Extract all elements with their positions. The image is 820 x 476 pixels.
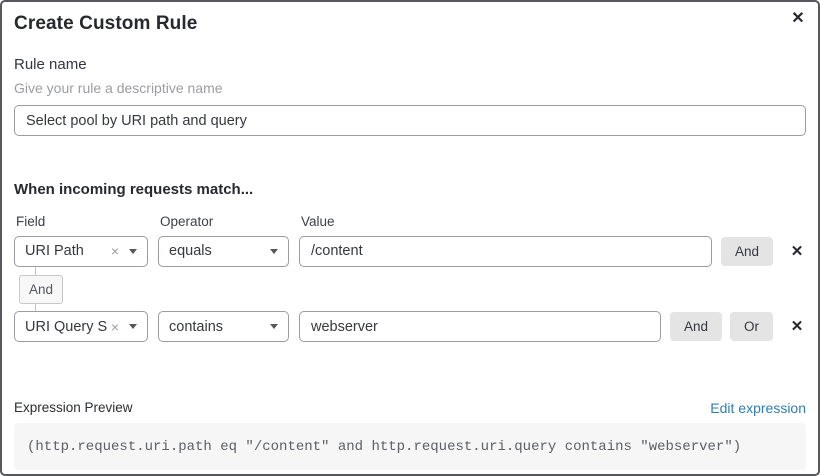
chevron-down-icon	[129, 248, 137, 254]
field-select-2-value: URI Query St...	[25, 318, 107, 335]
clear-icon[interactable]: ×	[110, 243, 119, 259]
connector-line-bottom	[35, 304, 36, 311]
expression-code-preview: (http.request.uri.path eq "/content" and…	[14, 423, 806, 470]
field-select-1-value: URI Path	[25, 243, 84, 259]
and-connector-badge: And	[19, 274, 64, 304]
connector-line-top	[35, 266, 36, 275]
rule-name-help-text: Give your rule a descriptive name	[14, 80, 223, 96]
match-section-heading: When incoming requests match...	[14, 181, 254, 198]
chevron-down-icon	[270, 324, 278, 329]
add-and-condition-button-2[interactable]: And	[669, 312, 722, 341]
expression-preview-label: Expression Preview	[14, 400, 133, 416]
condition-row-2: URI Query St... × contains And Or ✕	[14, 311, 806, 342]
rule-name-label: Rule name	[14, 56, 87, 73]
field-column-label: Field	[16, 214, 46, 229]
remove-condition-icon-2[interactable]: ✕	[790, 318, 804, 335]
chevron-down-icon	[129, 324, 137, 329]
rule-name-input[interactable]	[14, 105, 806, 136]
operator-select-1[interactable]: equals	[158, 235, 289, 267]
condition-connector: And	[14, 266, 806, 311]
field-select-2[interactable]: URI Query St... ×	[14, 311, 148, 342]
value-column-label: Value	[301, 214, 335, 229]
close-icon[interactable]: ✕	[787, 8, 809, 30]
field-select-1[interactable]: URI Path ×	[14, 235, 148, 267]
condition-column-labels: Field Operator Value	[14, 215, 806, 229]
remove-condition-icon-1[interactable]: ✕	[790, 242, 804, 260]
add-or-condition-button-2[interactable]: Or	[730, 312, 773, 341]
value-input-1[interactable]	[299, 235, 712, 267]
value-input-2[interactable]	[299, 311, 661, 342]
page-title: Create Custom Rule	[14, 13, 198, 34]
condition-row-1: URI Path × equals And ✕	[14, 235, 806, 267]
clear-icon[interactable]: ×	[110, 318, 119, 335]
operator-select-2[interactable]: contains	[158, 311, 289, 342]
operator-select-2-value: contains	[169, 318, 224, 335]
operator-column-label: Operator	[160, 214, 214, 229]
add-and-condition-button-1[interactable]: And	[720, 236, 773, 266]
chevron-down-icon	[270, 248, 278, 254]
edit-expression-link[interactable]: Edit expression	[710, 400, 806, 416]
expression-preview-header: Expression Preview Edit expression	[14, 401, 806, 415]
operator-select-1-value: equals	[169, 243, 212, 259]
